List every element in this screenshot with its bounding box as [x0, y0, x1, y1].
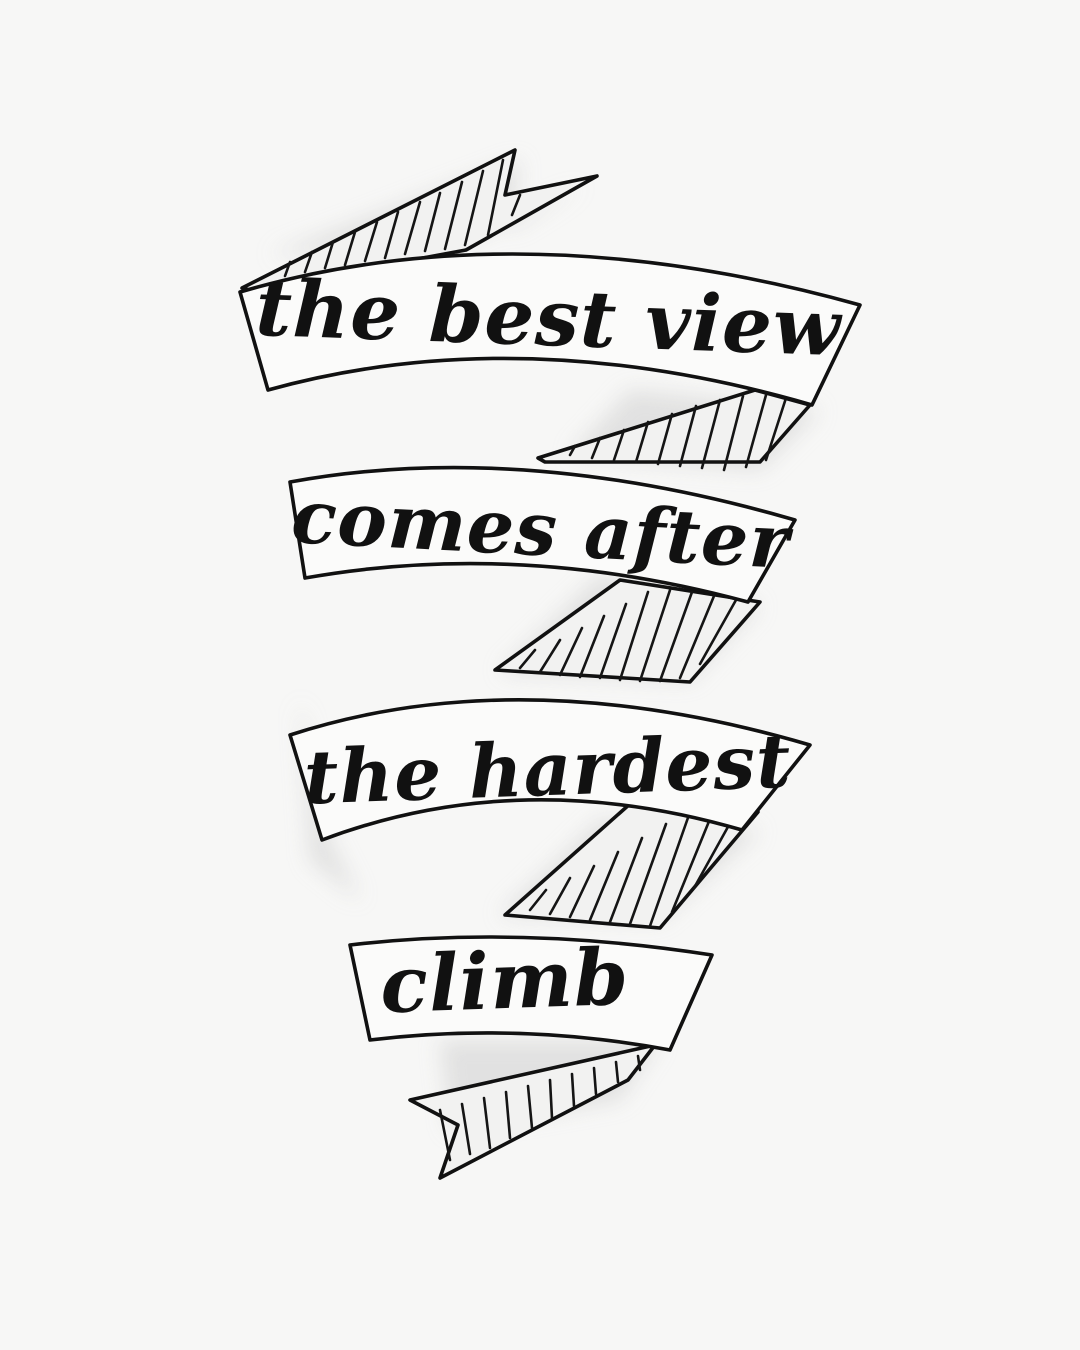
quote-line-4: climb	[379, 932, 631, 1032]
ribbon-connector-1	[536, 388, 812, 472]
top-tail-ribbon	[240, 148, 599, 292]
banner-3: the hardest	[288, 698, 812, 842]
ribbon-connector-2	[493, 578, 762, 684]
banner-2: comes after	[288, 465, 797, 604]
bottom-tail-ribbon	[408, 1043, 657, 1180]
quote-line-3: the hardest	[303, 719, 793, 822]
banner-4: climb	[348, 932, 714, 1052]
banner-1: the best view	[238, 252, 862, 407]
quote-line-1: the best view	[254, 263, 844, 374]
